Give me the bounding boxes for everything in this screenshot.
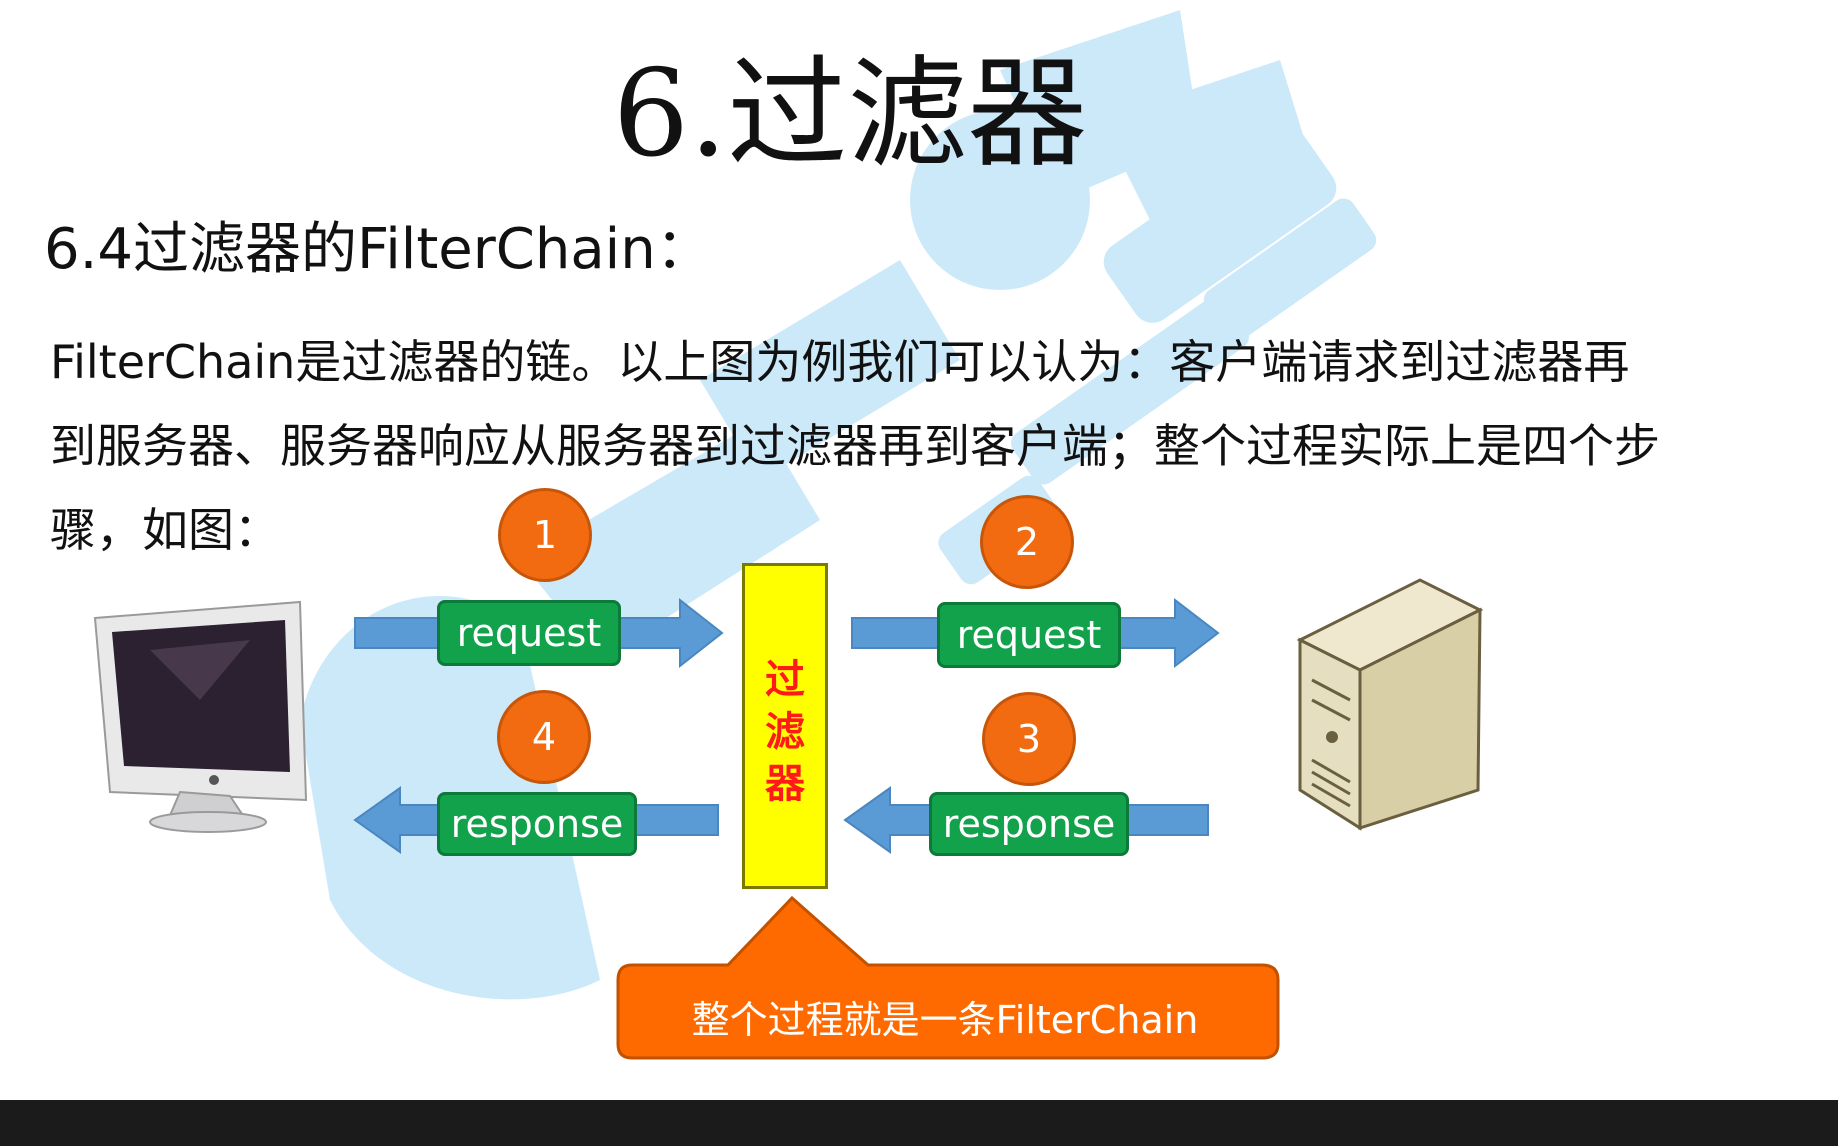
filter-char: 器 (765, 761, 805, 807)
server-icon (1296, 578, 1484, 831)
request-label: request (937, 602, 1121, 668)
request-label: request (437, 600, 621, 666)
response-label: response (929, 792, 1129, 856)
step-3-badge: 3 (982, 692, 1076, 786)
filter-box: 过 滤 器 (742, 563, 828, 889)
step-2-badge: 2 (980, 495, 1074, 589)
section-subtitle: 6.4过滤器的FilterChain： (44, 217, 712, 282)
callout-bubble (616, 895, 1280, 1060)
step-4-badge: 4 (497, 690, 591, 784)
response-label: response (437, 792, 637, 856)
player-bottom-bar (0, 1100, 1838, 1146)
filter-label: 过 滤 器 (745, 654, 825, 810)
client-computer-icon (93, 600, 308, 833)
filter-char: 滤 (765, 709, 805, 755)
callout-text: 整个过程就是一条FilterChain (691, 998, 1199, 1042)
step-1-badge: 1 (498, 488, 592, 582)
paragraph-line: 骤，如图： (50, 503, 280, 557)
filter-char: 过 (765, 657, 805, 703)
